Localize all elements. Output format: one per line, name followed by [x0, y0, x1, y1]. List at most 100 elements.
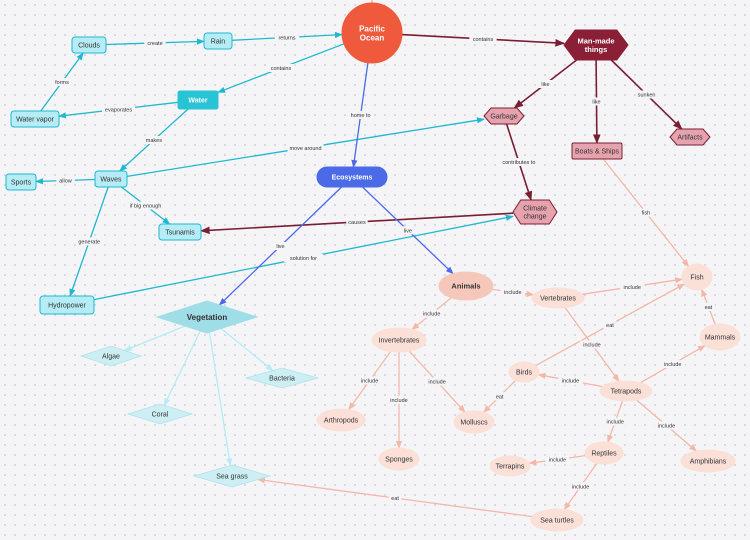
node-seagrass[interactable]: Sea grass — [192, 464, 272, 488]
node-birds[interactable]: Birds — [508, 361, 540, 383]
edge-label-seaturtles-seagrass: eat — [388, 494, 402, 503]
edge-label-birds-molluscs: eat — [493, 392, 506, 401]
node-shape — [699, 323, 741, 351]
node-rain[interactable]: Rain — [203, 32, 233, 50]
node-label: Artifacts — [677, 134, 703, 141]
node-coral[interactable]: Coral — [126, 403, 194, 425]
node-bacteria[interactable]: Bacteria — [244, 367, 320, 389]
node-garbage[interactable]: Garbage — [483, 107, 525, 125]
edge-label-reptiles-terrapins: include — [545, 455, 570, 464]
node-label: Water — [188, 97, 207, 104]
node-label: Boats & Ships — [575, 148, 619, 155]
node-clouds[interactable]: Clouds — [71, 36, 107, 54]
edge-label-mammals-fish: eat — [702, 302, 715, 311]
node-ecosystems[interactable]: Ecosystems — [316, 166, 388, 188]
node-boats[interactable]: Boats & Ships — [571, 142, 623, 160]
edge-label-invertebrates-molluscs: include — [424, 377, 450, 386]
node-label: Amphibians — [690, 458, 727, 465]
edge-label-text: include — [583, 343, 600, 349]
node-label: Sea grass — [216, 473, 248, 480]
node-reptiles[interactable]: Reptiles — [584, 441, 624, 465]
node-vegetation[interactable]: Vegetation — [155, 300, 259, 334]
edge-label-text: eat — [705, 305, 713, 311]
node-label: Birds — [516, 369, 532, 376]
node-mammals[interactable]: Mammals — [699, 323, 741, 351]
node-label: Vertebrates — [540, 295, 576, 302]
node-hydropower[interactable]: Hydropower — [39, 295, 95, 315]
node-vertebrates[interactable]: Vertebrates — [531, 287, 585, 309]
edge-label-tetrapods-birds: include — [558, 376, 583, 385]
edge-label-text: returns — [278, 35, 295, 41]
node-seaturtles[interactable]: Sea turtles — [530, 508, 584, 532]
node-amphibians[interactable]: Amphibians — [680, 449, 736, 473]
node-label: Tetrapods — [611, 388, 642, 395]
node-shape — [563, 29, 629, 61]
edge-label-waves-hydropower: generate — [75, 237, 103, 246]
node-tsunamis[interactable]: Tsunamis — [158, 223, 202, 241]
node-label: Animals — [451, 282, 480, 291]
node-terrapins[interactable]: Terrapins — [489, 455, 531, 477]
node-water[interactable]: Water — [177, 90, 219, 110]
edge-label-text: like — [541, 82, 549, 88]
edge-label-text: contains — [473, 37, 494, 43]
node-shape — [681, 263, 713, 291]
edge-label-text: include — [361, 379, 378, 385]
node-molluscs[interactable]: Molluscs — [453, 410, 495, 434]
node-shape — [158, 223, 202, 241]
node-animals[interactable]: Animals — [438, 271, 494, 301]
edge-label-text: create — [147, 41, 162, 47]
edge-label-boats-fish: fish — [638, 208, 654, 217]
edge-label-reptiles-seaturtles: include — [568, 482, 593, 491]
node-sports[interactable]: Sports — [5, 173, 37, 191]
edge-vegetation-algae[interactable] — [123, 325, 186, 352]
node-shape — [10, 110, 60, 128]
edge-label-text: include — [549, 457, 566, 463]
node-shape — [571, 142, 623, 160]
node-shape — [341, 2, 403, 64]
edge-label-text: solution for — [290, 256, 317, 262]
node-artifacts[interactable]: Artifacts — [669, 128, 711, 146]
edge-label-text: evaporates — [105, 107, 132, 113]
edge-label-manmade-garbage: like — [537, 80, 554, 88]
node-waves[interactable]: Waves — [94, 170, 128, 188]
edge-labels-layer: createreturnscontainsformsevaporatesmake… — [52, 33, 715, 503]
node-label: Fish — [690, 274, 703, 281]
node-shape — [531, 287, 585, 309]
edge-vegetation-bacteria[interactable] — [220, 327, 274, 372]
edge-label-invertebrates-sponges: include — [386, 396, 412, 404]
edge-label-text: causes — [348, 220, 366, 226]
edge-vegetation-coral[interactable] — [163, 330, 201, 407]
edge-label-text: eat — [606, 323, 614, 329]
node-label: Water vapor — [16, 116, 55, 123]
edge-label-text: eat — [391, 496, 399, 502]
edge-label-vertebrates-tetrapods: include — [579, 340, 605, 349]
node-invertebrates[interactable]: Invertebrates — [371, 327, 427, 353]
edge-label-clouds-rain: create — [144, 39, 166, 47]
node-label: Tsunamis — [165, 229, 195, 236]
edge-label-text: home to — [351, 113, 371, 119]
node-shape — [39, 295, 95, 315]
node-fish[interactable]: Fish — [681, 263, 713, 291]
edge-label-text: like — [592, 100, 600, 106]
edge-label-text: makes — [146, 138, 162, 144]
edge-label-vertebrates-fish: include — [620, 282, 645, 291]
node-tetrapods[interactable]: Tetrapods — [599, 380, 653, 402]
node-watervapor[interactable]: Water vapor — [10, 110, 60, 128]
edge-label-climate-tsunamis: causes — [346, 218, 368, 226]
node-shape — [155, 300, 259, 334]
edge-vegetation-seagrass[interactable] — [208, 332, 233, 467]
edge-label-garbage-climate: contributes to — [496, 158, 542, 166]
node-sponges[interactable]: Sponges — [378, 447, 420, 471]
edge-label-invertebrates-arthropods: include — [357, 376, 382, 385]
edge-label-text: move around — [289, 146, 321, 152]
node-arthropods[interactable]: Arthropods — [316, 408, 366, 432]
edge-label-text: sunken — [638, 93, 656, 99]
node-label: Vegetation — [187, 313, 228, 322]
node-label: Waves — [100, 176, 122, 183]
node-algae[interactable]: Algae — [79, 345, 143, 367]
